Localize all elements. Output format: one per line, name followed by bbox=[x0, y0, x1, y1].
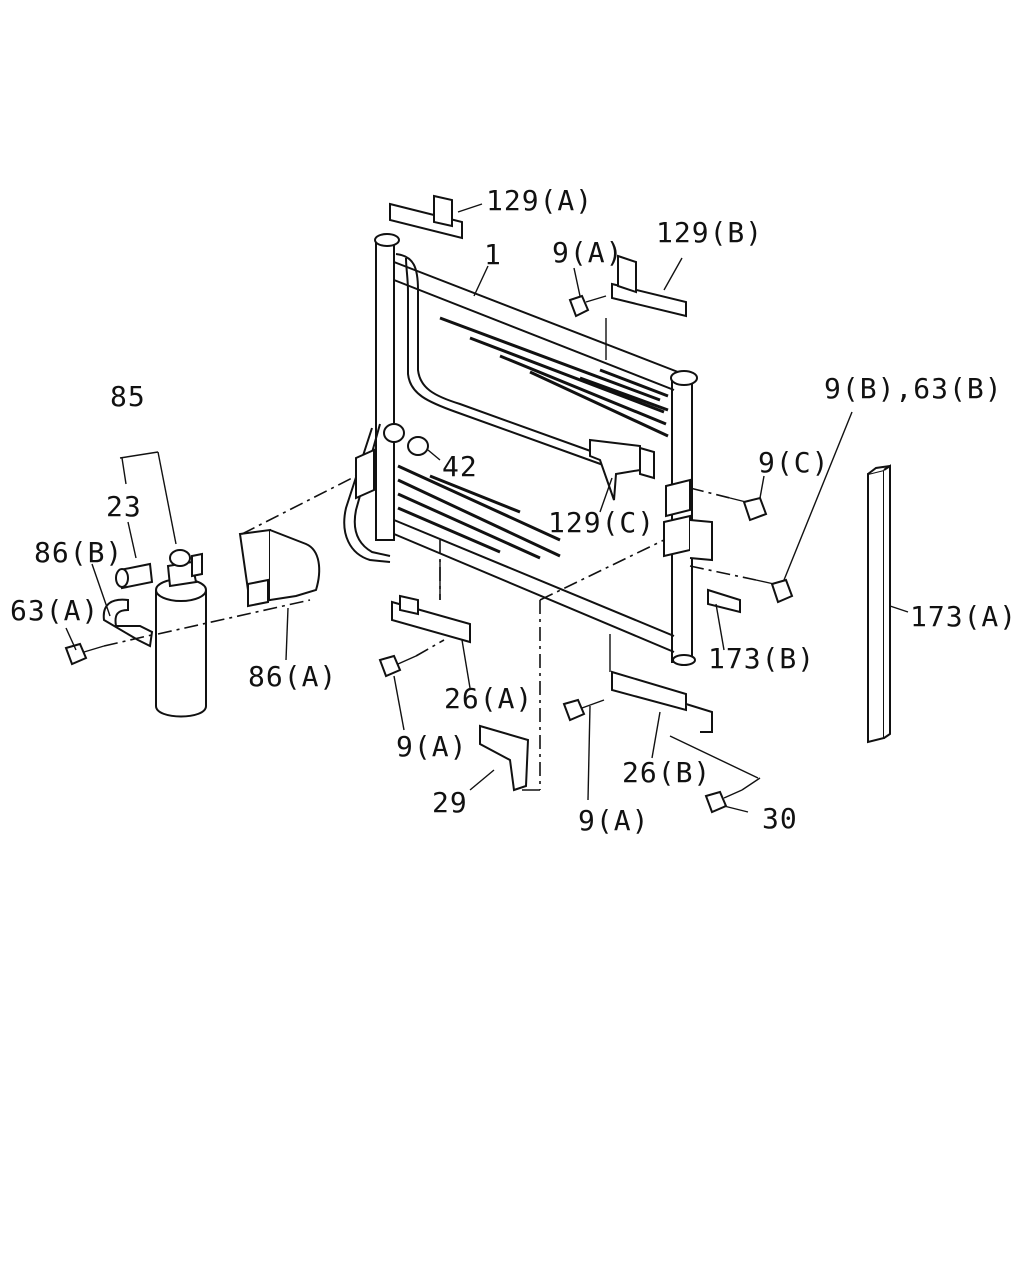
callout-129b: 129(B) bbox=[656, 216, 763, 249]
callout-63a: 63(A) bbox=[10, 594, 99, 627]
callout-9b-63b: 9(B),63(B) bbox=[824, 372, 1003, 405]
bracket-86a bbox=[238, 528, 321, 608]
callout-86a: 86(A) bbox=[248, 660, 337, 693]
callout-129a: 129(A) bbox=[486, 184, 593, 217]
callout-173a: 173(A) bbox=[910, 600, 1017, 633]
bracket-129b bbox=[605, 254, 687, 360]
bolt-9c bbox=[729, 496, 768, 522]
callout-173b: 173(B) bbox=[708, 642, 815, 675]
callout-9c: 9(C) bbox=[758, 446, 829, 479]
seal-173a bbox=[867, 464, 891, 744]
bolt-9b-63b bbox=[755, 578, 794, 604]
callout-9a-mid: 9(A) bbox=[396, 730, 467, 763]
callout-129c: 129(C) bbox=[548, 506, 655, 539]
callout-9a-top: 9(A) bbox=[552, 236, 623, 269]
callout-26a: 26(A) bbox=[444, 682, 533, 715]
callout-26b: 26(B) bbox=[622, 756, 711, 789]
bracket-29 bbox=[479, 724, 530, 792]
bolt-9a-top bbox=[568, 294, 607, 318]
seal-173b bbox=[707, 588, 741, 614]
bracket-129c bbox=[589, 438, 655, 501]
bracket-26b bbox=[609, 634, 713, 733]
callout-23: 23 bbox=[106, 490, 142, 523]
bolt-63a bbox=[64, 642, 105, 666]
band-86b bbox=[102, 598, 154, 648]
bracket-129a bbox=[389, 194, 463, 240]
callout-9a-bottom: 9(A) bbox=[578, 804, 649, 837]
receiver-drier bbox=[155, 549, 207, 718]
callout-85: 85 bbox=[110, 380, 146, 413]
pressure-switch-23 bbox=[115, 562, 154, 590]
callout-29: 29 bbox=[432, 786, 468, 819]
callout-42: 42 bbox=[442, 450, 478, 483]
bracket-26a bbox=[391, 560, 471, 644]
callout-30: 30 bbox=[762, 802, 798, 835]
callout-1: 1 bbox=[484, 238, 502, 271]
callout-86b: 86(B) bbox=[34, 536, 123, 569]
bolt-9a-bottom bbox=[562, 698, 605, 722]
bolt-9a-mid bbox=[378, 654, 417, 678]
o-ring-42 bbox=[407, 436, 429, 456]
